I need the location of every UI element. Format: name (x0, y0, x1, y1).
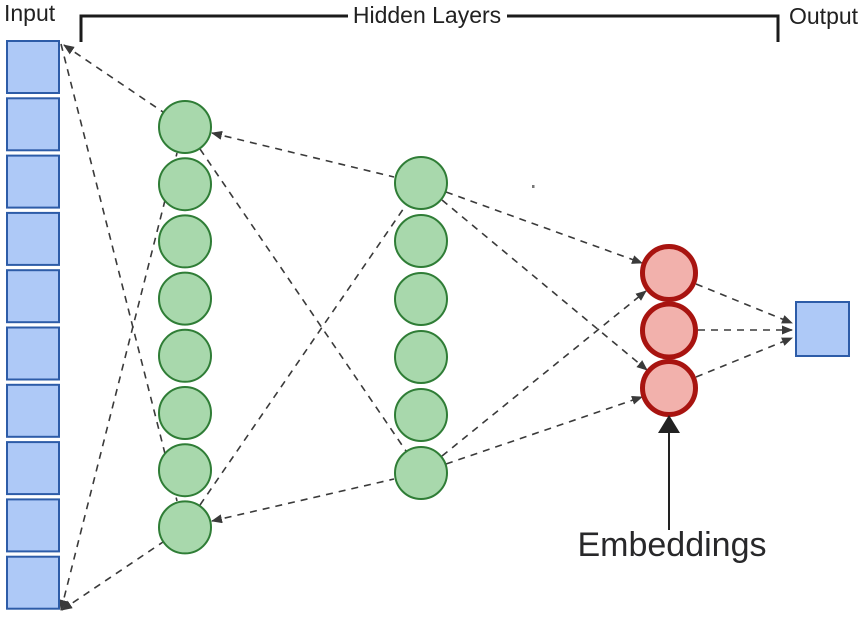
input-node (6, 326, 60, 381)
input-node (6, 154, 60, 209)
input-node (6, 269, 60, 324)
input-node (6, 441, 60, 496)
hidden2-node (394, 446, 448, 500)
connection-line (445, 191, 643, 264)
connection-line (695, 283, 793, 324)
connection-line (211, 130, 395, 178)
connection-line (63, 44, 164, 113)
hidden1-node (158, 386, 212, 440)
connection-line (199, 148, 407, 452)
embedding-node (640, 301, 698, 360)
hidden2-node (394, 388, 448, 442)
hidden1-node (158, 157, 212, 212)
connection-line (441, 199, 648, 371)
hidden1-node (158, 214, 212, 269)
embeddings-arrow-head (658, 415, 680, 433)
connection-line (60, 43, 178, 502)
stray-mark (532, 185, 535, 188)
output-node (795, 301, 850, 357)
hidden1-node (158, 328, 212, 383)
hidden2-node (394, 156, 448, 210)
connection-line (695, 337, 793, 378)
hidden1-node (158, 271, 212, 326)
input-label: Input (4, 0, 56, 26)
hidden1-node (158, 500, 212, 555)
input-node (6, 211, 60, 266)
embedding-node (640, 359, 698, 417)
output-label: Output (789, 3, 859, 29)
hidden2-node (394, 330, 448, 384)
input-node (6, 97, 60, 152)
input-node (6, 555, 60, 610)
hidden-layers-bracket (79, 14, 780, 42)
hidden-layers-label: Hidden Layers (352, 2, 502, 28)
input-node (6, 383, 60, 438)
connection-line (199, 204, 407, 506)
connection-line (211, 478, 395, 524)
hidden2-node (394, 272, 448, 326)
hidden1-node (158, 100, 212, 154)
connection-line (441, 290, 647, 457)
connection-line (445, 395, 643, 465)
embeddings-label: Embeddings (577, 526, 767, 564)
input-node (6, 498, 60, 553)
embedding-node (640, 244, 698, 302)
hidden1-node (158, 443, 212, 498)
connection-line (61, 541, 164, 611)
connection-line (59, 152, 178, 611)
hidden2-node (394, 214, 448, 268)
input-node (6, 40, 60, 94)
